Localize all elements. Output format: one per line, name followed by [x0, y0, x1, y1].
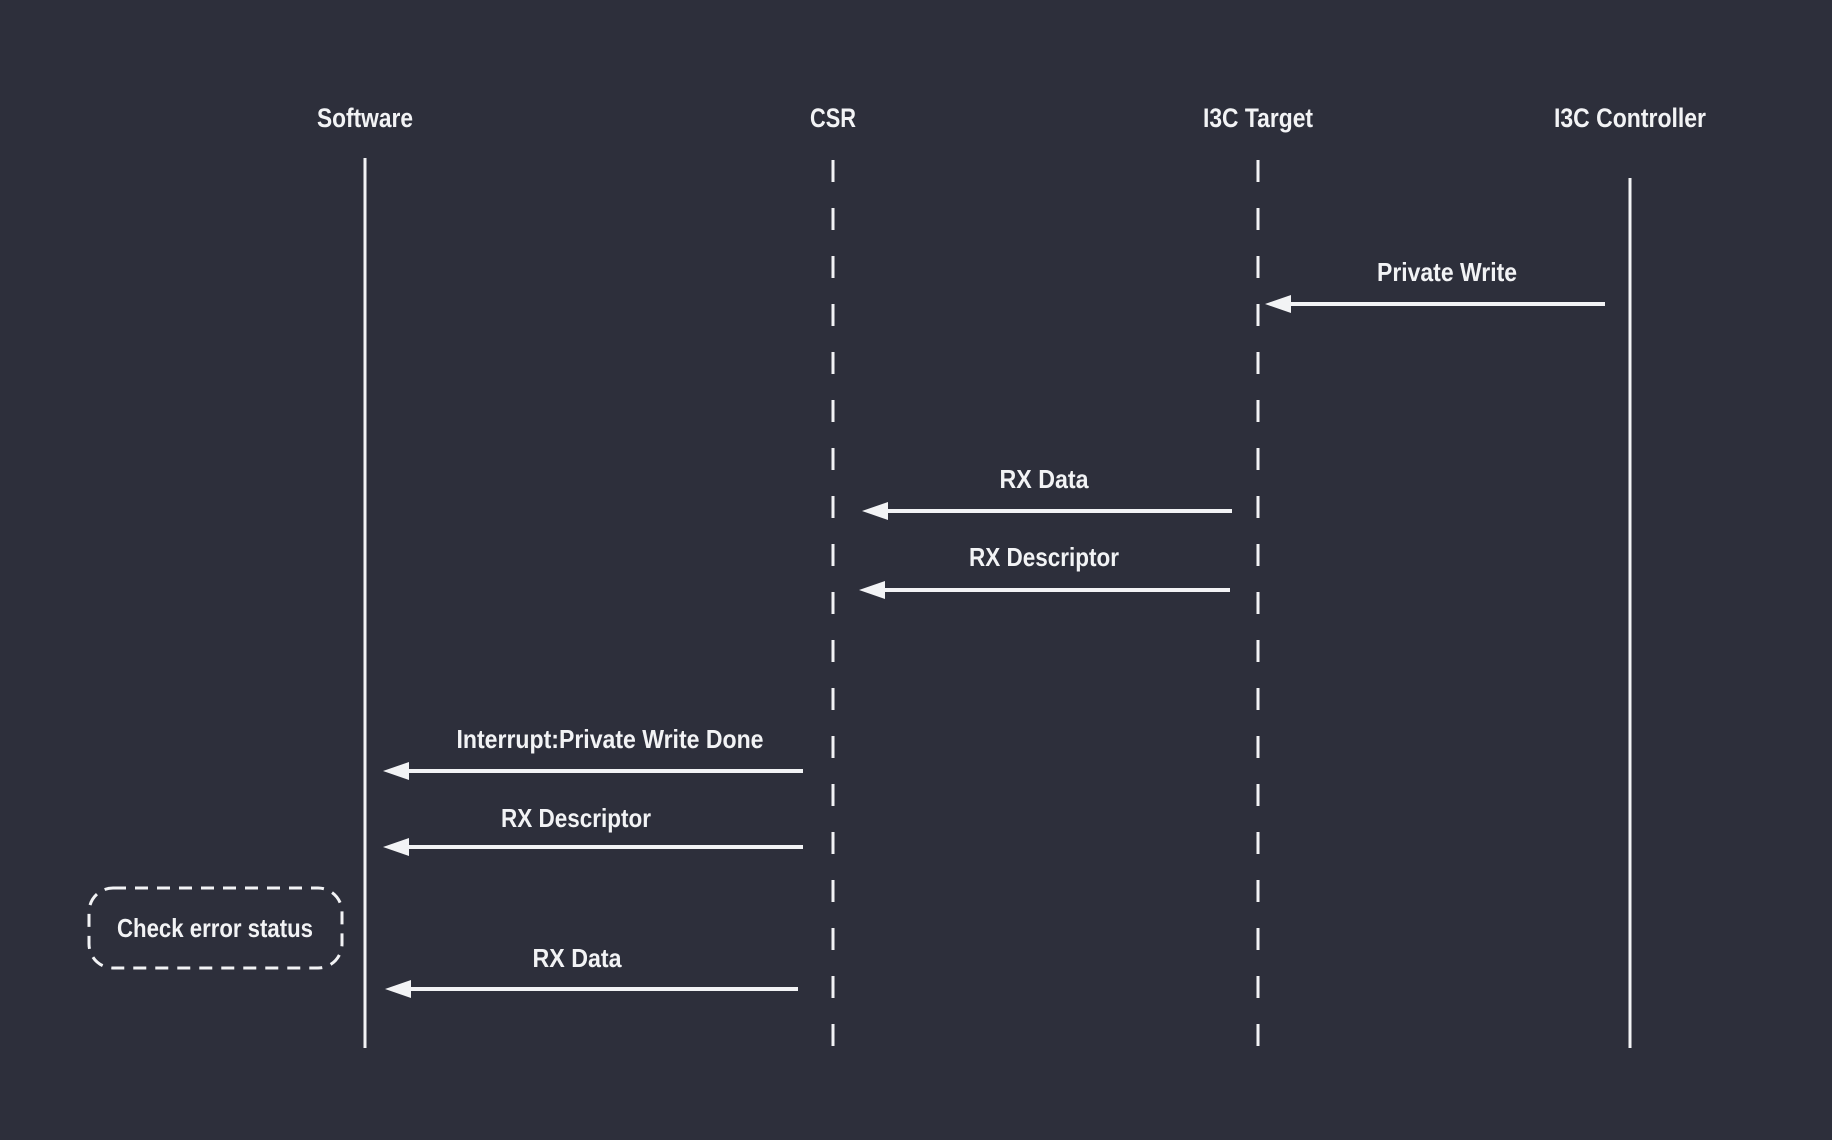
message-rx-descriptor-csr-to-software: RX Descriptor	[383, 803, 803, 856]
left-arrowhead-icon	[385, 980, 411, 998]
note-check-error-status: Check error status	[87, 886, 344, 970]
actor-label-i3c-target: I3C Target	[1203, 103, 1313, 133]
actor-label-i3c-controller: I3C Controller	[1554, 103, 1706, 133]
message-rx-data-target-to-csr: RX Data	[862, 464, 1232, 520]
left-arrowhead-icon	[1265, 295, 1291, 313]
message-label-rx-descriptor: RX Descriptor	[501, 803, 651, 833]
note-label: Check error status	[117, 913, 313, 943]
message-label-rx-data: RX Data	[533, 943, 622, 973]
left-arrowhead-icon	[862, 502, 888, 520]
message-label-rx-data: RX Data	[1000, 464, 1089, 494]
message-label-rx-descriptor: RX Descriptor	[969, 542, 1119, 572]
message-label-interrupt-private-write-done: Interrupt:Private Write Done	[457, 724, 764, 754]
left-arrowhead-icon	[859, 581, 885, 599]
actor-label-software: Software	[317, 103, 413, 133]
message-rx-data-csr-to-software: RX Data	[385, 943, 798, 998]
left-arrowhead-icon	[383, 762, 409, 780]
message-private-write: Private Write	[1265, 257, 1605, 313]
message-rx-descriptor-target-to-csr: RX Descriptor	[859, 542, 1230, 599]
message-label-private-write: Private Write	[1377, 257, 1517, 287]
message-interrupt-private-write-done: Interrupt:Private Write Done	[383, 724, 803, 780]
actor-label-csr: CSR	[810, 103, 856, 133]
left-arrowhead-icon	[383, 838, 409, 856]
